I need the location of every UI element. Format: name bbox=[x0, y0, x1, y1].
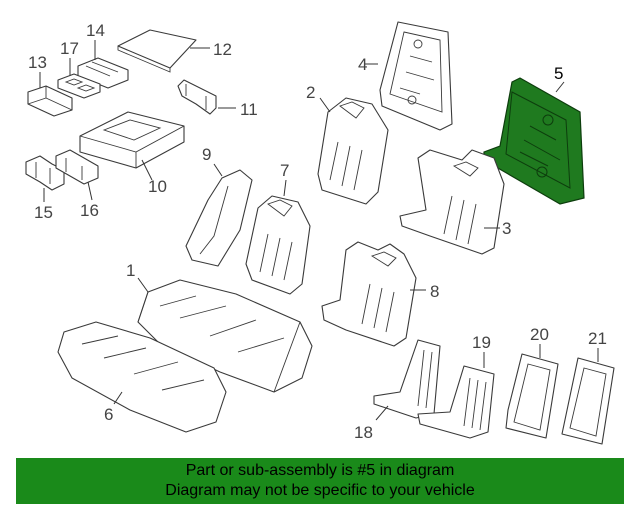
callout-14: 14 bbox=[86, 21, 105, 40]
callout-20: 20 bbox=[530, 325, 549, 344]
callout-16: 16 bbox=[80, 201, 99, 220]
callout-13: 13 bbox=[28, 53, 47, 72]
callout-12: 12 bbox=[213, 40, 232, 59]
part-13[interactable]: 13 bbox=[27, 53, 73, 117]
part-4[interactable]: 4 bbox=[358, 21, 453, 131]
callout-19: 19 bbox=[472, 333, 491, 352]
part-11[interactable]: 11 bbox=[177, 79, 258, 119]
part-15[interactable]: 15 bbox=[25, 155, 65, 222]
part-5-highlighted[interactable]: 5 bbox=[483, 64, 585, 205]
banner-line-2: Diagram may not be specific to your vehi… bbox=[165, 482, 475, 499]
callout-4: 4 bbox=[358, 55, 367, 74]
part-6[interactable]: 6 bbox=[57, 321, 227, 433]
part-10[interactable]: 10 bbox=[79, 111, 185, 196]
info-banner: Part or sub-assembly is #5 in diagram Di… bbox=[16, 458, 624, 504]
callout-21: 21 bbox=[588, 329, 607, 348]
callout-1: 1 bbox=[126, 261, 135, 280]
callout-17: 17 bbox=[60, 39, 79, 58]
part-9[interactable]: 9 bbox=[185, 145, 253, 267]
part-19[interactable]: 19 bbox=[417, 333, 495, 439]
callout-6: 6 bbox=[104, 405, 113, 424]
part-21[interactable]: 21 bbox=[561, 329, 615, 445]
part-18[interactable]: 18 bbox=[354, 339, 441, 442]
part-16[interactable]: 16 bbox=[55, 149, 99, 220]
callout-18: 18 bbox=[354, 423, 373, 442]
part-2[interactable]: 2 bbox=[306, 83, 389, 205]
part-7[interactable]: 7 bbox=[245, 161, 311, 295]
part-12[interactable]: 12 bbox=[117, 29, 232, 73]
callout-8: 8 bbox=[430, 282, 439, 301]
callout-3: 3 bbox=[502, 219, 511, 238]
part-1[interactable]: 1 bbox=[126, 261, 313, 393]
callout-11: 11 bbox=[240, 100, 258, 119]
banner-line-1: Part or sub-assembly is #5 in diagram bbox=[185, 462, 455, 479]
part-3[interactable]: 3 bbox=[399, 149, 511, 255]
callout-15: 15 bbox=[34, 203, 53, 222]
part-8[interactable]: 8 bbox=[321, 241, 439, 347]
callout-5: 5 bbox=[554, 64, 563, 83]
part-20[interactable]: 20 bbox=[505, 325, 559, 439]
callout-2: 2 bbox=[306, 83, 315, 102]
part-17[interactable]: 17 bbox=[57, 39, 101, 99]
callout-7: 7 bbox=[280, 161, 289, 180]
parts-diagram: 12 14 17 13 11 10 15 bbox=[25, 21, 615, 445]
callout-9: 9 bbox=[202, 145, 211, 164]
callout-10: 10 bbox=[148, 177, 167, 196]
